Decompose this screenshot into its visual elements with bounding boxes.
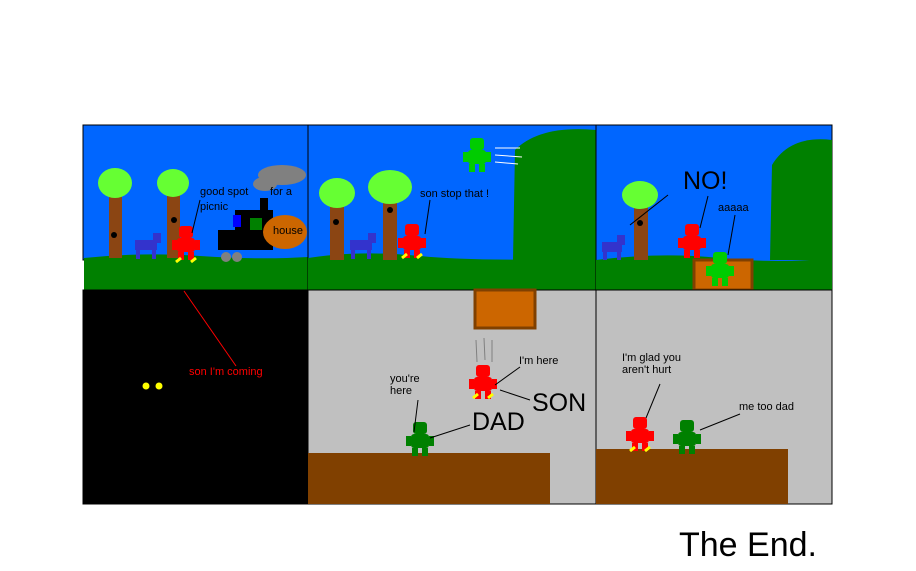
panel-5 xyxy=(307,288,597,505)
panel5-son-label: SON xyxy=(532,389,587,417)
house-label: house xyxy=(273,225,303,237)
grass xyxy=(84,254,308,290)
panel5-son-speech: I'm here xyxy=(519,355,559,367)
panel-3 xyxy=(595,124,833,292)
panel5-dad-label: DAD xyxy=(472,408,525,436)
panel-2 xyxy=(307,124,597,291)
panel1-speech-2: for a xyxy=(270,186,293,198)
dog xyxy=(602,235,625,260)
dog xyxy=(135,233,161,259)
panel4-speech: son I'm coming xyxy=(189,366,263,378)
the-end-caption: The End. xyxy=(679,526,817,564)
eye xyxy=(142,382,150,390)
dirt xyxy=(308,453,550,504)
panel3-shout: NO! xyxy=(683,167,728,195)
tree-trunk xyxy=(330,200,344,260)
dirt xyxy=(596,449,788,504)
tree-leaves xyxy=(319,178,355,208)
cave xyxy=(82,289,309,505)
tree-leaves xyxy=(622,181,658,209)
tree-leaves xyxy=(98,168,132,198)
panel5-dad-speech: you're here xyxy=(390,373,420,398)
tree-leaves xyxy=(157,169,189,197)
panel-4 xyxy=(82,289,309,505)
panel2-speech: son stop that ! xyxy=(420,188,490,200)
tree-trunk xyxy=(109,195,122,258)
grass xyxy=(308,253,596,290)
panel1-speech-3: picnic xyxy=(200,201,229,213)
panel6-dad-speech: me too dad xyxy=(739,401,795,413)
panel6-son-speech: I'm glad you aren't hurt xyxy=(622,352,681,377)
hole xyxy=(473,288,537,330)
dog xyxy=(350,233,376,259)
hill xyxy=(770,139,832,260)
tree-trunk xyxy=(634,200,648,260)
panel-1 xyxy=(82,124,309,290)
panel3-scream: aaaaa xyxy=(718,202,749,214)
panel-6 xyxy=(595,289,833,505)
tree-leaves xyxy=(368,170,412,204)
tree-trunk xyxy=(383,195,397,260)
eye xyxy=(155,382,163,390)
hill xyxy=(513,129,596,260)
panel1-speech: good spot xyxy=(200,186,249,198)
house-sign xyxy=(263,215,307,249)
